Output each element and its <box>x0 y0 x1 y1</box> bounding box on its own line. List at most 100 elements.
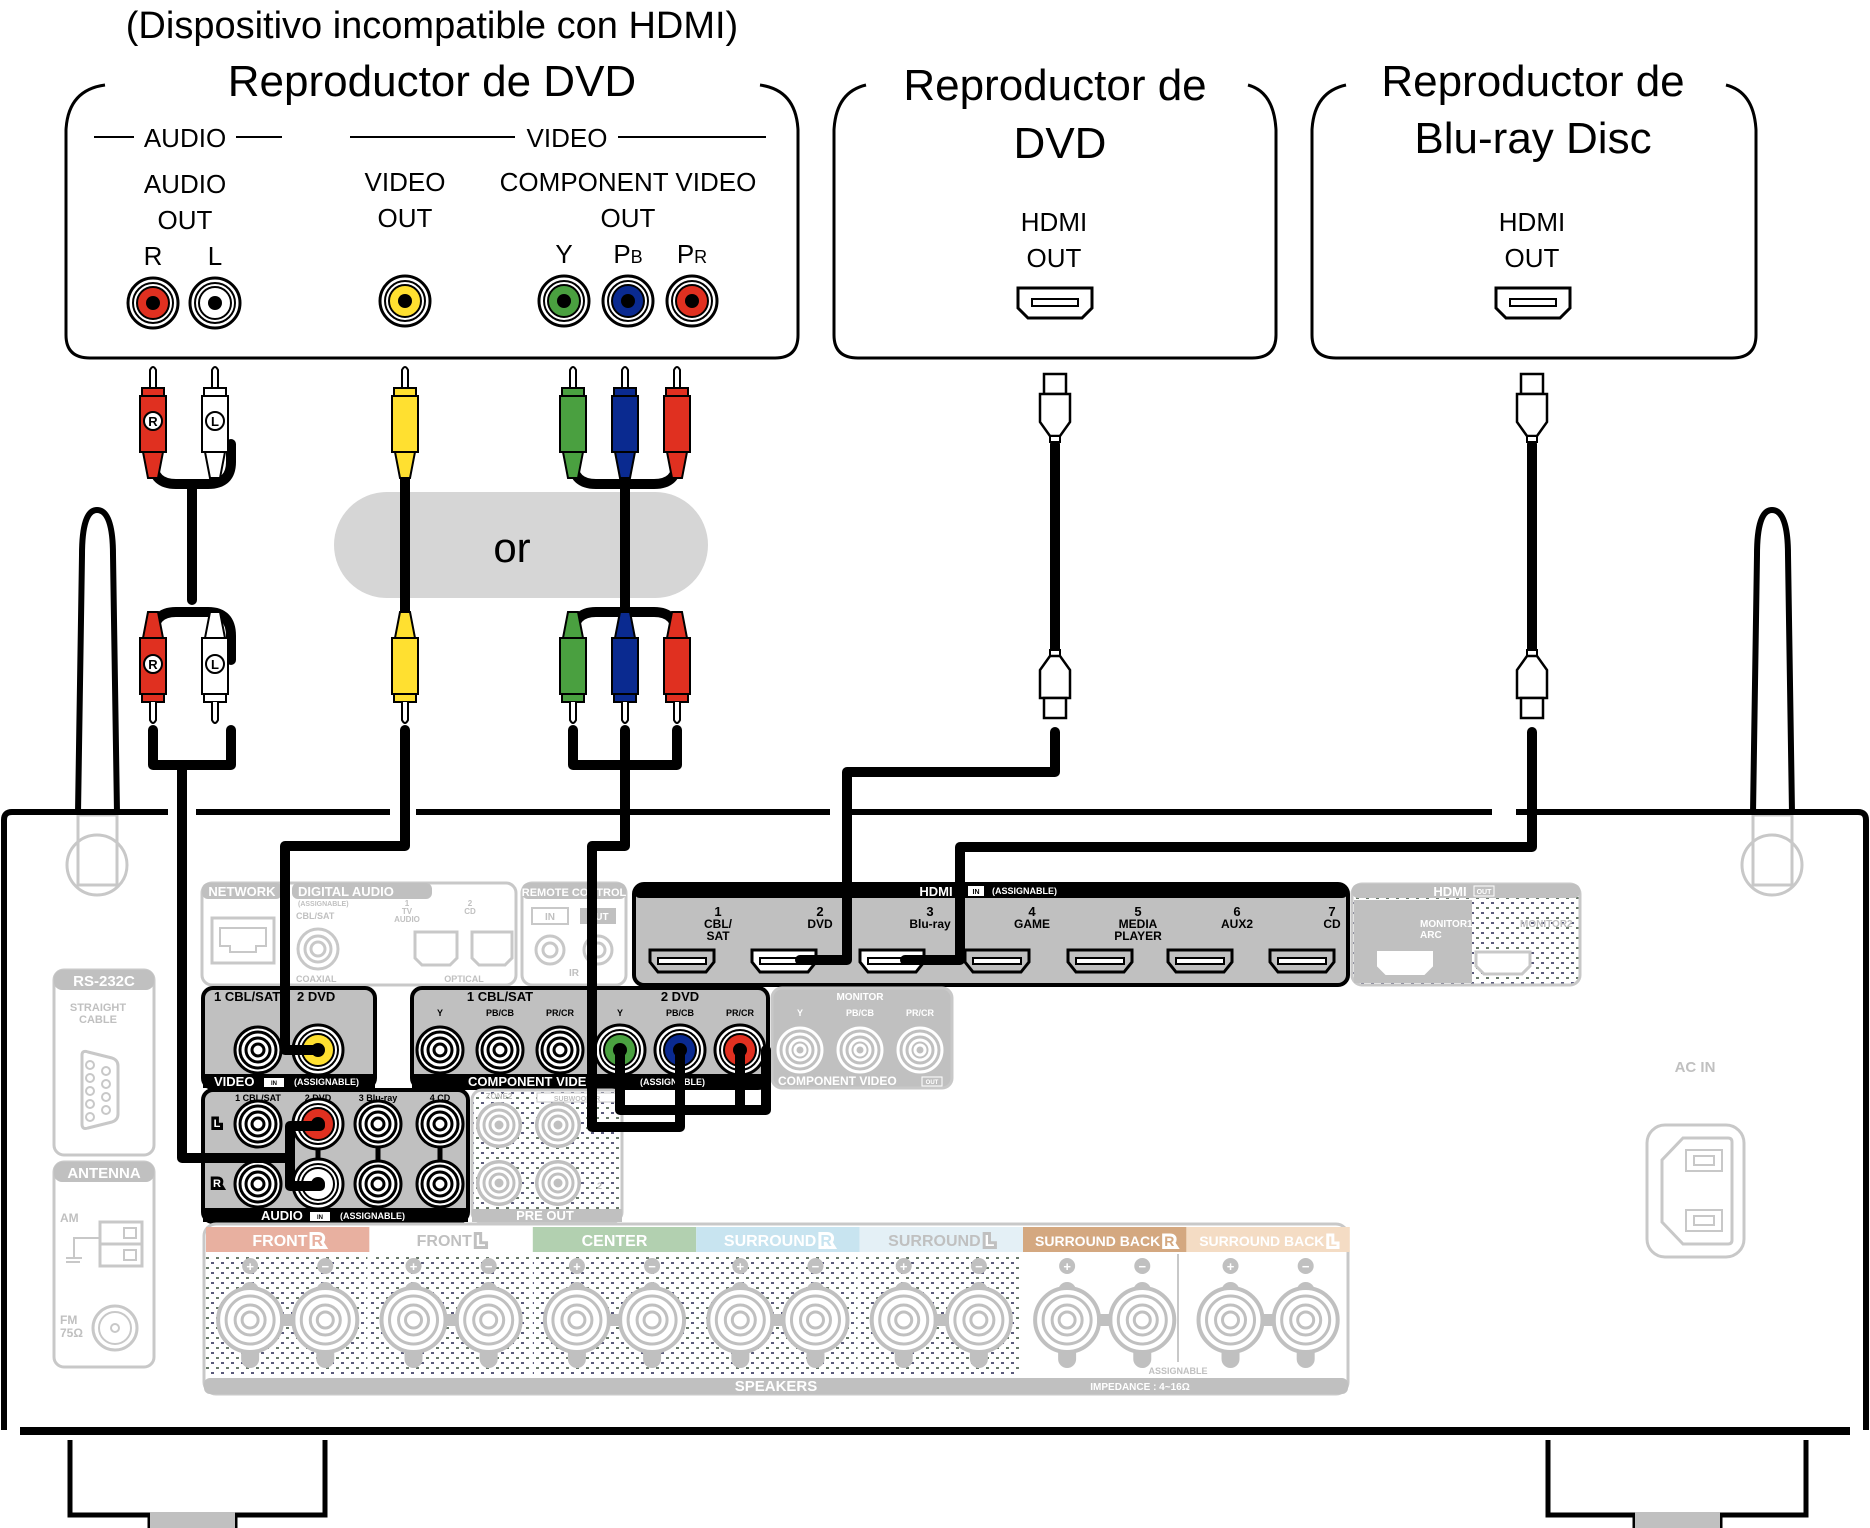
zone2-jack[interactable] <box>476 1102 522 1148</box>
hdmi-in-assignable: (ASSIGNABLE) <box>992 886 1057 896</box>
speaker-terminal-minus[interactable]: − <box>781 1258 850 1368</box>
audio-in-assignable: (ASSIGNABLE) <box>340 1211 405 1221</box>
speaker-terminal-minus[interactable]: − <box>291 1258 360 1368</box>
rca-plug-green <box>559 611 587 724</box>
audio-in-l-jack[interactable] <box>233 1099 283 1149</box>
video-in-label: VIDEO <box>214 1074 254 1089</box>
speaker-terminal-plus[interactable]: + <box>1196 1258 1265 1368</box>
component-cblsat-pr-jack[interactable] <box>535 1025 585 1075</box>
audio-out-r-jack[interactable] <box>126 276 180 330</box>
hdmi-input-number: 6 <box>1233 904 1240 919</box>
component-cblsat-y-jack[interactable] <box>415 1025 465 1075</box>
bluray-title-1: Reproductor de <box>1381 57 1684 106</box>
hdmi-monitor2-port[interactable] <box>1474 950 1532 976</box>
audio-in-l-jack[interactable] <box>415 1099 465 1149</box>
hdmi-input-label: MEDIA <box>1119 917 1158 931</box>
speaker-channel-center: CENTER+− <box>532 1227 697 1376</box>
svg-text:−: − <box>1302 1259 1310 1274</box>
hdmi-monitor1-port[interactable] <box>1377 951 1433 975</box>
audio-in-l-jack[interactable] <box>353 1099 403 1149</box>
speaker-terminal-plus[interactable]: + <box>379 1258 448 1368</box>
network-port-icon <box>210 916 276 965</box>
monitor1-arc-label: ARC <box>1420 930 1442 941</box>
svg-text:+: + <box>246 1259 254 1274</box>
hdmi-input-7[interactable]: 7CD <box>1268 904 1341 974</box>
audio-col-label: 3 Blu-ray <box>359 1093 398 1103</box>
audio-r-label: R <box>144 241 163 271</box>
monitor-y-jack[interactable] <box>776 1026 824 1074</box>
audio-cable-to-receiver <box>148 725 325 1191</box>
speaker-terminal-minus[interactable]: − <box>1271 1258 1340 1368</box>
audio-col-label: 1 CBL/SAT <box>235 1093 281 1103</box>
zone2-jack[interactable] <box>476 1160 522 1206</box>
monitor-pr-jack[interactable] <box>896 1026 944 1074</box>
speaker-terminal-minus[interactable]: − <box>454 1258 523 1368</box>
video-out-jack[interactable] <box>378 274 432 328</box>
subwoofer-label: SUBWOOFER <box>554 1096 600 1103</box>
hdmi-in-title: HDMI <box>919 884 952 899</box>
speaker-terminal-plus[interactable]: + <box>706 1258 775 1368</box>
bluray-port-label-2: OUT <box>1505 243 1560 273</box>
bluray-port-label: HDMI <box>1499 207 1565 237</box>
speaker-terminal-minus[interactable]: − <box>944 1258 1013 1368</box>
component-y-jack[interactable] <box>537 274 591 328</box>
subwoofer-jack[interactable] <box>535 1102 581 1148</box>
speaker-terminal-minus[interactable]: − <box>618 1258 687 1368</box>
hdmi-input-label-2: SAT <box>706 929 730 943</box>
or-label: or <box>493 524 530 571</box>
svg-text:+: + <box>737 1259 745 1274</box>
audio-out-l-jack[interactable] <box>188 276 242 330</box>
dvd-analog-title: Reproductor de DVD <box>228 57 636 106</box>
component-out-label: COMPONENT VIDEO <box>500 167 757 197</box>
component-out-label-2: OUT <box>601 203 656 233</box>
rca-plug-green <box>559 366 587 479</box>
audio-in-r-jack[interactable] <box>233 1159 283 1209</box>
speaker-terminal-plus[interactable]: + <box>869 1258 938 1368</box>
speaker-terminal-minus[interactable]: − <box>1108 1258 1177 1368</box>
audio-in-r-jack[interactable] <box>415 1159 465 1209</box>
db9-pin <box>101 1105 111 1115</box>
rc-out-label: OUT <box>587 912 608 923</box>
svg-text:L: L <box>211 657 219 672</box>
rca-plug-red: R <box>139 611 167 724</box>
hdmi-input-number: 5 <box>1134 904 1141 919</box>
caption-incompatible: (Dispositivo incompatible con HDMI) <box>126 5 738 47</box>
rca-plug-red: R <box>139 366 167 479</box>
audio-in-r-jack[interactable] <box>353 1159 403 1209</box>
fm-jack-icon <box>91 1304 139 1352</box>
monitor-pb-jack[interactable] <box>836 1026 884 1074</box>
audio-col-label: 4 CD <box>430 1093 451 1103</box>
svg-text:−: − <box>321 1259 329 1274</box>
rca-plug-white: L <box>201 611 229 724</box>
assignable-label: ASSIGNABLE <box>1148 1366 1207 1376</box>
hdmi-input-number: 4 <box>1028 904 1036 919</box>
comp-pb-label: PB/CB <box>666 1008 695 1018</box>
monitor-y-label: Y <box>797 1008 803 1018</box>
audio-row-l-label: L <box>214 1118 221 1130</box>
device-dvd-analog: Reproductor de DVD AUDIO VIDEO AUDIO OUT… <box>64 57 800 360</box>
subwoofer-2-label: 2 <box>597 1181 602 1191</box>
speaker-terminal-plus[interactable]: + <box>1033 1258 1102 1368</box>
audio-in-label: AUDIO <box>261 1208 303 1223</box>
component-cable-to-receiver <box>568 725 685 1132</box>
fm-ohm-label: 75Ω <box>60 1326 83 1340</box>
rca-plug-white: L <box>201 366 229 479</box>
hdmi-out-port-icon <box>1494 286 1572 320</box>
monitor-pr-label: PR/CR <box>906 1008 935 1018</box>
component-pr-jack[interactable] <box>665 274 719 328</box>
component-cblsat-pb-jack[interactable] <box>475 1025 525 1075</box>
speaker-terminal-plus[interactable]: + <box>216 1258 285 1368</box>
antenna-left-icon <box>65 506 129 897</box>
subwoofer-jack[interactable] <box>535 1160 581 1206</box>
video-in-cblsat-jack[interactable] <box>233 1025 283 1075</box>
hdmi-plug-dvd-top <box>1038 372 1072 443</box>
component-pb-jack[interactable] <box>601 274 655 328</box>
hdmi-out-title: HDMI <box>1433 884 1466 899</box>
speaker-terminal-plus[interactable]: + <box>542 1258 611 1368</box>
